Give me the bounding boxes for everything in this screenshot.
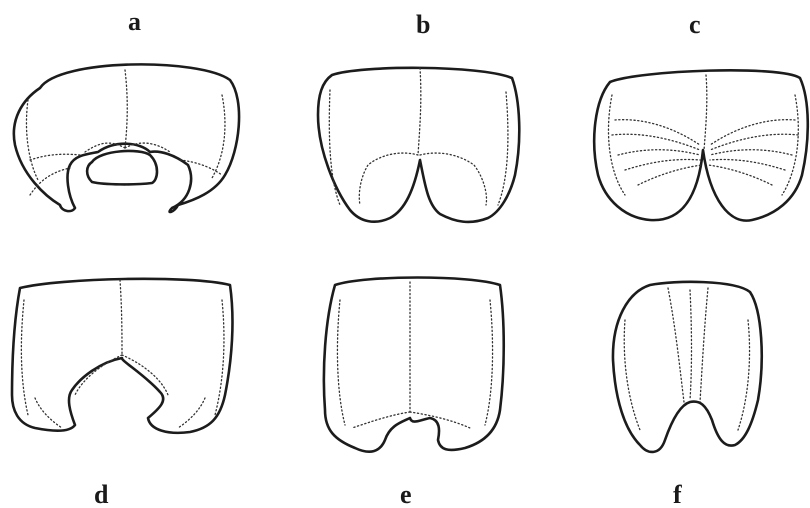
sclerite-drawing-a — [14, 64, 239, 212]
panel-label-a: a — [128, 7, 141, 36]
panel-label-b: b — [416, 10, 430, 39]
sclerite-drawing-b — [318, 68, 519, 222]
panel-label-c: c — [689, 10, 701, 39]
panel-label-d: d — [94, 480, 109, 508]
sclerite-drawing-c — [594, 70, 808, 220]
panel-label-f: f — [673, 480, 682, 508]
sclerite-drawing-f — [613, 282, 762, 452]
sclerite-drawing-d — [12, 279, 232, 433]
sclerite-drawing-e — [324, 278, 504, 452]
panel-label-e: e — [400, 480, 412, 508]
